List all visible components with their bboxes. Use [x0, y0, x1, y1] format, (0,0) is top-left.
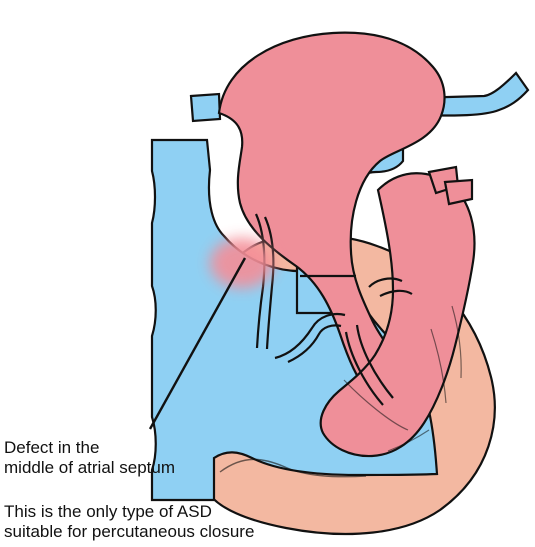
closure-note-line-1: This is the only type of ASD	[4, 502, 254, 522]
closure-note-line-2: suitable for percutaneous closure	[4, 522, 254, 542]
closure-note: This is the only type of ASD suitable fo…	[4, 502, 254, 542]
defect-annotation-line-1: Defect in the	[4, 438, 175, 458]
defect-annotation-line-2: middle of atrial septum	[4, 458, 175, 478]
defect-annotation: Defect in the middle of atrial septum	[4, 438, 175, 478]
